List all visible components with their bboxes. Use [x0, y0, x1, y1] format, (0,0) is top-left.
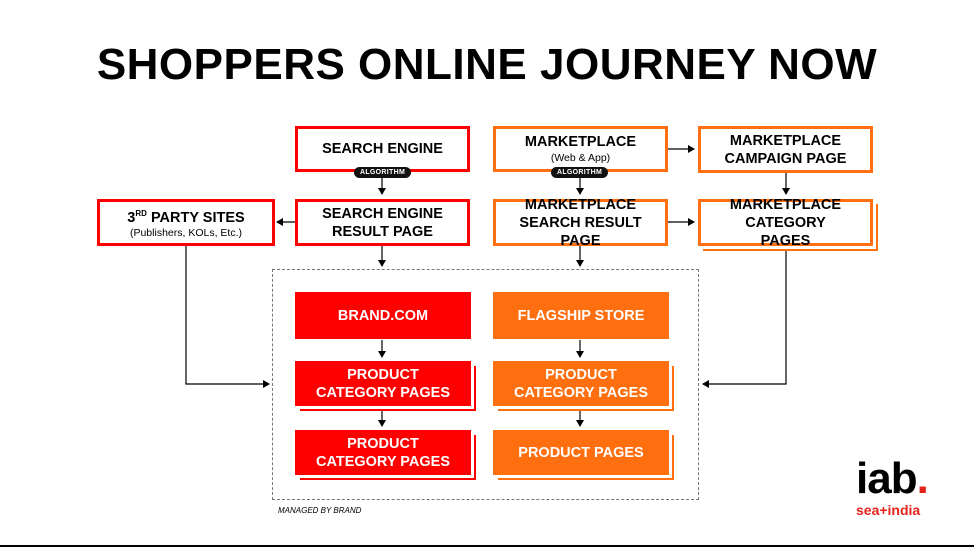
iab-logo-region: sea+india — [856, 502, 921, 518]
node-product-pages: PRODUCT PAGES — [493, 430, 669, 475]
page-title: SHOPPERS ONLINE JOURNEY NOW — [96, 40, 878, 89]
node-third-party: 3RD PARTY SITES (Publishers, KOLs, Etc.) — [97, 199, 275, 246]
bottom-divider — [0, 545, 974, 547]
managed-by-brand-label: MANAGED BY BRAND — [278, 506, 362, 515]
algorithm-badge: ALGORITHM — [551, 167, 609, 178]
node-product-category-1: PRODUCT CATEGORY PAGES — [295, 361, 471, 406]
node-search-engine: SEARCH ENGINE — [295, 126, 470, 172]
iab-logo: iab. — [856, 454, 929, 503]
algorithm-badge: ALGORITHM — [354, 167, 412, 178]
node-product-category-3: PRODUCT CATEGORY PAGES — [493, 361, 669, 406]
node-product-category-2: PRODUCT CATEGORY PAGES — [295, 430, 471, 475]
node-flagship-store: FLAGSHIP STORE — [493, 292, 669, 339]
arrow-third-to-area — [185, 246, 270, 388]
node-marketplace: MARKETPLACE (Web & App) — [493, 126, 668, 172]
node-marketplace-campaign: MARKETPLACE CAMPAIGN PAGE — [698, 126, 873, 173]
arrow-category-to-area — [702, 248, 787, 388]
node-marketplace-category: MARKETPLACE CATEGORY PAGES — [698, 197, 873, 249]
managed-by-brand-area — [272, 269, 699, 500]
node-search-result: SEARCH ENGINE RESULT PAGE — [295, 199, 470, 246]
node-brand-com: BRAND.COM — [295, 292, 471, 339]
node-marketplace-search: MARKETPLACE SEARCH RESULT PAGE — [493, 197, 668, 249]
